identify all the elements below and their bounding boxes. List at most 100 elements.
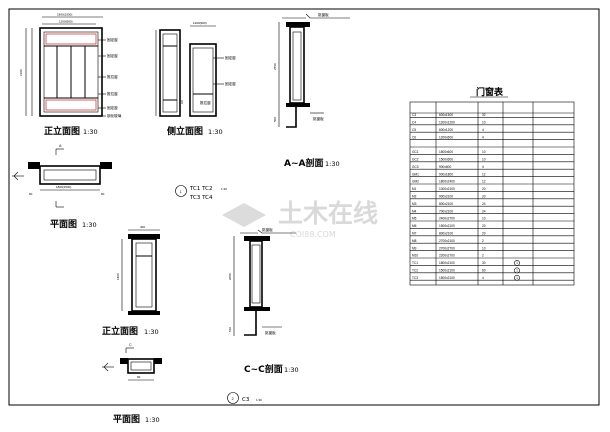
schedule-size: 1500x600	[439, 158, 453, 162]
title-section-cc: C~C剖面	[244, 363, 283, 375]
side-elevation: 1200(900) 固定窗 固定窗 推拉窗 侧立面图 1:30	[155, 21, 236, 137]
schedule-size: 1800x2100	[439, 261, 455, 265]
sheet-border	[8, 8, 600, 406]
schedule-qty: 30	[482, 261, 486, 265]
callout-1-number: 1	[180, 190, 182, 194]
label-fixed-window-3: 固定窗	[107, 105, 118, 110]
schedule-size: 2400x2700	[439, 217, 455, 221]
title-section-aa: A~A剖面	[284, 157, 323, 169]
schedule-size: 800x2100	[439, 202, 453, 206]
label-sliding-window-2: 推拉窗	[107, 91, 118, 96]
schedule-qty: 2	[482, 254, 484, 258]
schedule-qty: 10	[482, 217, 486, 221]
cc-label-ledge-bottom: 挑窗板	[265, 330, 276, 335]
schedule-size: 2700x2700	[439, 246, 455, 250]
schedule-size: 2700x2100	[439, 239, 455, 243]
schedule-code: M6	[412, 224, 417, 228]
schedule-code: M3	[412, 202, 417, 206]
dim-side-1200: 1200(900)	[193, 21, 207, 25]
schedule-qty: 10	[482, 121, 486, 125]
schedule-code: C6	[412, 135, 416, 139]
schedule-code: M2	[412, 195, 417, 199]
section-mark-a: A	[55, 144, 64, 208]
callout-1-line1: TC1 TC2	[189, 186, 213, 192]
label-sliding-window-1: 推拉窗	[107, 74, 118, 79]
scale-side-elevation: 1:30	[208, 128, 223, 136]
schedule-code: M1	[412, 187, 417, 191]
schedule-qty: 24	[482, 209, 486, 213]
callout-2-number: 2	[232, 397, 234, 401]
schedule-code: TC2	[412, 269, 418, 273]
plan-2: 60 平面图 1:30	[102, 358, 162, 425]
callout-2-scale: 1:30	[256, 398, 262, 402]
schedule-qty: 4	[482, 276, 484, 280]
schedule-code: TC3	[412, 276, 418, 280]
plan2-dim-60: 60	[137, 375, 141, 379]
schedule-size: 1500x2100	[439, 224, 455, 228]
plan1-dim-1800: 1800(1500)	[56, 185, 71, 189]
schedule-qty: 4	[482, 128, 484, 132]
schedule-qty: 2	[482, 239, 484, 243]
schedule-code: GC1	[412, 150, 419, 154]
schedule-detail-ref: 1	[516, 269, 518, 273]
cc-dim-2000: 2000	[228, 273, 232, 280]
title-side-elevation: 侧立面图	[167, 125, 203, 137]
aa-dim-2550: 2550	[273, 63, 277, 70]
callout-1: 1 TC1 TC2 TC3 TC4 1:30	[175, 185, 227, 201]
schedule-code: M8	[412, 239, 417, 243]
schedule-size: 1000x2100	[439, 187, 455, 191]
schedule-qty: 20	[482, 232, 486, 236]
front-elevation-1: 1800(1500) 1200(900) 2100 固定窗 固定窗 推拉窗 推拉…	[19, 13, 122, 138]
schedule-code: TC1	[412, 261, 418, 265]
fe2-dim-400: 400	[140, 225, 145, 229]
schedule-qty: 12	[482, 172, 486, 176]
schedule-detail-ref-circle	[514, 267, 520, 274]
front-elevation-2: 400 1800 正立面图 1:30	[102, 225, 160, 337]
schedule-qty: 4	[482, 135, 484, 139]
callout-2-text: C3	[242, 397, 250, 403]
schedule-qty: 10	[482, 150, 486, 154]
schedule-size: 1500x2100	[439, 276, 455, 280]
watermark: 土木在线 COI88.COM	[222, 199, 378, 239]
schedule-code: C5	[412, 128, 416, 132]
schedule-size: 2200x2700	[439, 254, 455, 258]
plan1-dim-60a: 60	[29, 192, 33, 196]
schedule-size: 600x1500	[439, 113, 453, 117]
callout-2: 2 C3 1:30	[227, 392, 262, 404]
schedule-code: M10	[412, 254, 418, 258]
watermark-text: 土木在线	[278, 199, 378, 228]
watermark-logo-icon	[222, 203, 266, 227]
section-a-a: 挑窗板 挑窗板 2550 500 A~A剖面 1:30	[273, 12, 350, 169]
scale-front-elevation-1: 1:30	[83, 128, 98, 136]
scale-section-cc: 1:30	[284, 366, 299, 374]
schedule-size: 1800x600	[439, 150, 453, 154]
schedule-code: C3	[412, 113, 416, 117]
schedule-size: 600x1200	[439, 128, 453, 132]
label-fixed-window-1: 固定窗	[107, 37, 118, 42]
aa-label-ledge-top: 挑窗板	[318, 12, 329, 17]
schedule-title: 门窗表	[476, 86, 504, 98]
schedule-size: 1200x600	[439, 135, 453, 139]
label-tempered-glass: 钢化玻璃	[107, 113, 122, 118]
schedule-code: GC2	[412, 158, 419, 162]
scale-section-aa: 1:30	[325, 160, 340, 168]
schedule-code: M5	[412, 217, 417, 221]
callout-1-scale: 1:30	[221, 187, 227, 191]
schedule-detail-ref-circle	[514, 260, 520, 266]
schedule-detail-ref: 1	[516, 276, 518, 280]
dim-2100: 2100	[19, 69, 23, 76]
title-plan-2: 平面图	[113, 414, 140, 425]
schedule-code: C4	[412, 121, 416, 125]
schedule-code: M7	[412, 232, 417, 236]
schedule-code: M9	[412, 246, 417, 250]
schedule-qty: 20	[482, 187, 486, 191]
schedule-qty: 12	[482, 180, 486, 184]
schedule-qty: 32	[482, 113, 486, 117]
schedule-size: 900x1800	[439, 172, 453, 176]
section-mark-a-letter: A	[59, 144, 62, 148]
watermark-sub-text: COI88.COM	[290, 230, 336, 239]
schedule-qty: 20	[482, 224, 486, 228]
label-fixed-window-2: 固定窗	[107, 53, 118, 58]
